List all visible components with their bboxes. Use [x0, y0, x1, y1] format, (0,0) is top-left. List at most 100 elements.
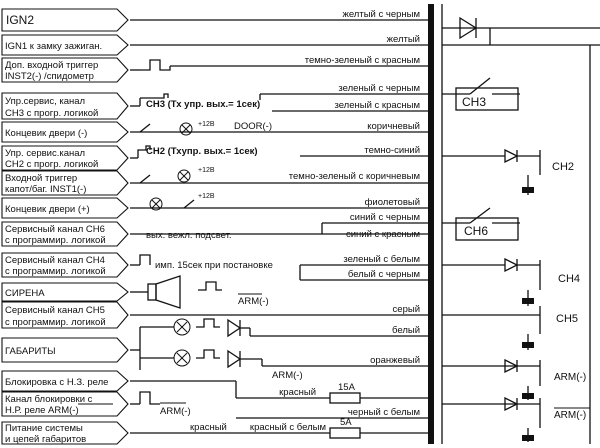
connector-bar [428, 4, 434, 444]
wire-color-labels: желтый с черным желтый темно-зеленый с к… [250, 9, 420, 433]
box-siren-text: СИРЕНА [5, 288, 45, 299]
wire-label-18: красный с белым [250, 422, 326, 433]
pulse-inst2 [140, 59, 171, 71]
wire-label-15: оранжевый [370, 355, 420, 366]
siren-body [147, 283, 157, 301]
box-ch5 [1, 301, 129, 329]
wire-label-16: красный [279, 387, 316, 398]
box-ch6-line2: с программир. логикой [5, 235, 106, 246]
wire-label-5: коричневый [367, 121, 420, 132]
box-inst2-line2: INST2(-) /спидометр [5, 71, 94, 82]
diode-top [459, 16, 478, 40]
door-label: DOOR(-) [234, 121, 272, 132]
wire-label-7: темно-зеленый с коричневым [289, 171, 420, 182]
box-inst2-line1: Доп. входной триггер [5, 60, 98, 71]
box-inst1-line2: капот/баг. INST1(-) [5, 184, 86, 195]
box-ch2-line2: CH2 с прогр. логикой [5, 159, 98, 170]
arm-block: ARM(-) [160, 406, 191, 417]
wire-label-14: белый [392, 325, 420, 336]
pulse-ch2 [142, 145, 151, 151]
wire-label-12: белый с черным [348, 269, 420, 280]
plus12-3: +12В [198, 193, 215, 200]
box-power [1, 421, 129, 445]
box-ch4 [1, 252, 129, 278]
ch6-note: вых. вежл. подсвет. [146, 230, 232, 241]
wire-label-4: зеленый с красным [334, 100, 420, 111]
box-ign1 [1, 34, 129, 56]
box-ch6-line1: Сервисный канал CH6 [5, 224, 105, 235]
components: СН3 (Тх упр. вых.= 1сек) +12В DOOR(-) СН… [137, 59, 361, 439]
ch4-label: СН4 [558, 273, 580, 285]
box-block-nz-text: Блокировка с Н.З. реле [5, 377, 108, 388]
ch2-label: СН2 [552, 161, 574, 173]
plus12-2: +12В [198, 167, 215, 174]
arm-siren: ARM(-) [238, 296, 269, 307]
box-block-nr-line1: Канал блокировки с [5, 394, 93, 405]
fuse-15a-label: 15А [338, 382, 356, 393]
pulse-ch3 [160, 93, 169, 99]
krasny-note: красный [190, 422, 227, 433]
box-block-nr [1, 391, 129, 417]
box-inst2 [1, 57, 129, 83]
box-ch2 [1, 145, 129, 171]
box-ign2 [1, 8, 129, 32]
wire-label-6: темно-синий [364, 145, 420, 156]
box-block-nr-line2: Н.Р. реле ARM(-) [5, 405, 79, 416]
box-ign2-text: IGN2 [6, 13, 34, 27]
box-ch6 [1, 221, 129, 247]
pulse-ch4 [139, 254, 151, 265]
wire-label-10: синий с красным [346, 229, 420, 240]
wire-label-2: темно-зеленый с красным [305, 55, 420, 66]
diode-gabarity [227, 349, 242, 369]
ch2-note: СН2 (Тхупр. вых.= 1сек) [146, 146, 258, 157]
box-door-pos [1, 197, 129, 219]
box-ch3-line1: Упр.сервис, канал [5, 96, 85, 107]
box-door-neg-text: Концевик двери (-) [5, 128, 87, 139]
plus12-1: +12В [198, 121, 215, 128]
lamp-inst1 [177, 169, 191, 183]
wire-label-17: черный с белым [348, 407, 420, 418]
lamp-door-neg [179, 122, 193, 136]
pulse-gabarity [196, 349, 220, 359]
diode-ch5 [227, 318, 242, 338]
pulse-block [139, 391, 160, 405]
arm-gabarity: ARM(-) [272, 370, 303, 381]
box-gabarity-text: ГАБАРИТЫ [5, 346, 56, 357]
wires [130, 19, 428, 434]
box-siren [1, 282, 129, 302]
arm1-label: ARM(-) [554, 372, 586, 383]
ch5-label: СН5 [556, 313, 578, 325]
ch3-note: СН3 (Тх упр. вых.= 1сек) [146, 99, 260, 110]
pulse-siren [198, 281, 222, 291]
wire-label-1: желтый [387, 34, 420, 45]
arm2-label: ARM(-) [554, 410, 586, 421]
wire-label-9: синий с черным [350, 212, 420, 223]
wire-label-13: серый [393, 304, 420, 315]
right-side: СН3 СН2 СН6 СН4 СН5 [442, 16, 600, 444]
ch6-box [455, 217, 519, 241]
box-ch2-line1: Упр. сервис.канал [5, 148, 85, 159]
box-door-neg [1, 121, 129, 143]
fuse-5a [329, 427, 361, 439]
fuse-5a-label: 5А [340, 417, 352, 428]
ch4-note: имп. 15сек при постановке [155, 260, 273, 271]
box-inst1-line1: Входной триггер [5, 173, 77, 184]
box-ch4-line1: Сервисный канал CH4 [5, 255, 105, 266]
box-ch3 [1, 92, 129, 120]
wire-label-3: зеленый с черным [338, 83, 420, 94]
box-ch4-line2: с программир. логикой [5, 266, 106, 277]
ch3-box [455, 87, 519, 111]
box-gabarity [1, 337, 129, 363]
lamp-door-pos [149, 197, 163, 211]
box-power-line2: и цепей габаритов [5, 434, 86, 445]
box-ch5-line2: с программир. логикой [5, 317, 106, 328]
box-inst1 [1, 170, 129, 196]
ch6-label: СН6 [464, 224, 488, 238]
ch3-label: СН3 [462, 95, 486, 109]
box-power-line1: Питание системы [5, 423, 83, 434]
box-block-nz [1, 370, 129, 392]
left-box-group: IGN2 IGN1 к замку зажиган. Доп. входной … [1, 8, 129, 445]
box-door-pos-text: Концевик двери (+) [5, 204, 90, 215]
box-ch5-line1: Сервисный канал CH5 [5, 305, 105, 316]
